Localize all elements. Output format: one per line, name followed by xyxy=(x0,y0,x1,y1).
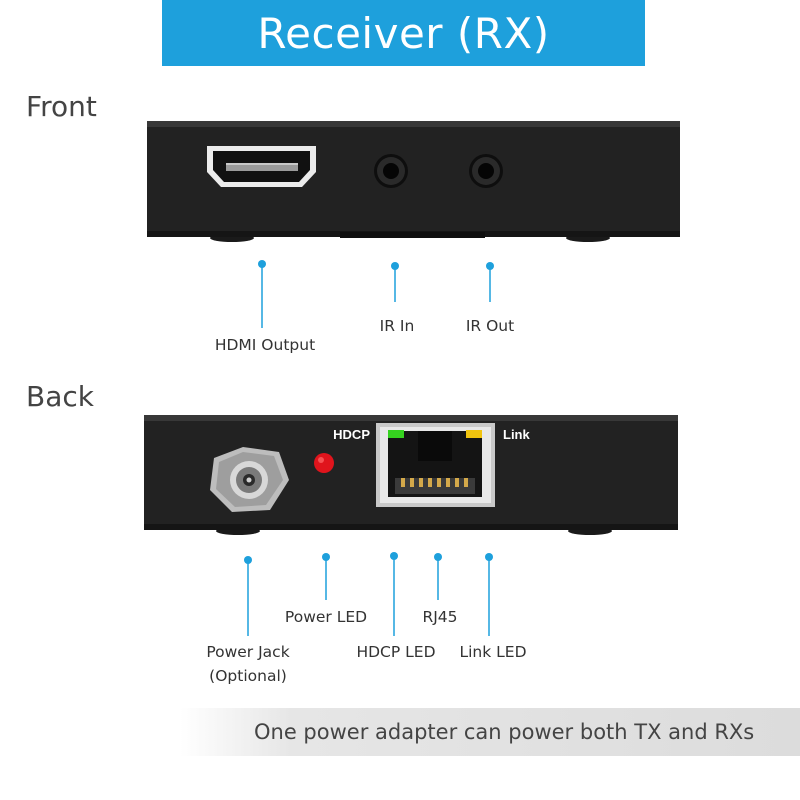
back-section-label: Back xyxy=(26,380,94,413)
hdmi-port xyxy=(207,146,316,187)
link-panel-text: Link xyxy=(503,427,530,442)
hdcp-panel-text: HDCP xyxy=(333,427,370,442)
back-callout-lines xyxy=(244,552,493,636)
ir-out-jack xyxy=(469,154,503,188)
power-jack-label: Power Jack (Optional) xyxy=(198,640,298,688)
hdcp-led xyxy=(388,430,404,438)
power-led xyxy=(314,453,334,473)
rj45-port xyxy=(376,423,495,507)
hdcp-led-label: HDCP LED xyxy=(356,643,436,661)
link-led xyxy=(466,430,482,438)
hdmi-output-label: HDMI Output xyxy=(214,336,316,354)
ir-in-jack xyxy=(374,154,408,188)
footer-note: One power adapter can power both TX and … xyxy=(254,720,755,744)
power-jack-label-line2: (Optional) xyxy=(209,667,287,685)
link-led-label: Link LED xyxy=(459,643,527,661)
power-jack xyxy=(210,447,289,512)
footer-note-bar: One power adapter can power both TX and … xyxy=(180,708,800,756)
power-led-label: Power LED xyxy=(284,608,368,626)
ir-in-label: IR In xyxy=(379,317,415,335)
front-callout-lines xyxy=(258,260,494,328)
rj45-label: RJ45 xyxy=(422,608,458,626)
title-banner: Receiver (RX) xyxy=(162,0,645,66)
title-text: Receiver (RX) xyxy=(257,8,550,58)
ir-out-label: IR Out xyxy=(465,317,515,335)
front-section-label: Front xyxy=(26,90,97,123)
power-jack-label-line1: Power Jack xyxy=(206,643,290,661)
